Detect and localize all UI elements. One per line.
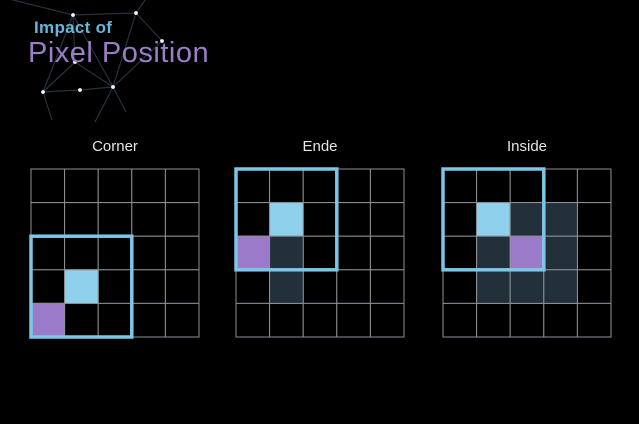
inside-pixel-grid (441, 167, 612, 338)
ende-pixel-grid (234, 167, 405, 338)
network-graph-icon (10, 0, 164, 123)
corner-pixel-grid (29, 168, 200, 339)
grid-section-inside: Inside (441, 136, 612, 338)
grid-section-ende: Ende (234, 136, 405, 338)
title-block: Impact of Pixel Position (28, 18, 209, 70)
grid-section-corner: Corner (29, 136, 200, 339)
page-title: Pixel Position (28, 37, 210, 70)
title-kicker: Impact of (34, 18, 113, 37)
grid-label-inside: Inside (506, 138, 548, 155)
grid-label-corner: Corner (92, 138, 138, 155)
grid-label-ende: Ende (302, 138, 338, 155)
